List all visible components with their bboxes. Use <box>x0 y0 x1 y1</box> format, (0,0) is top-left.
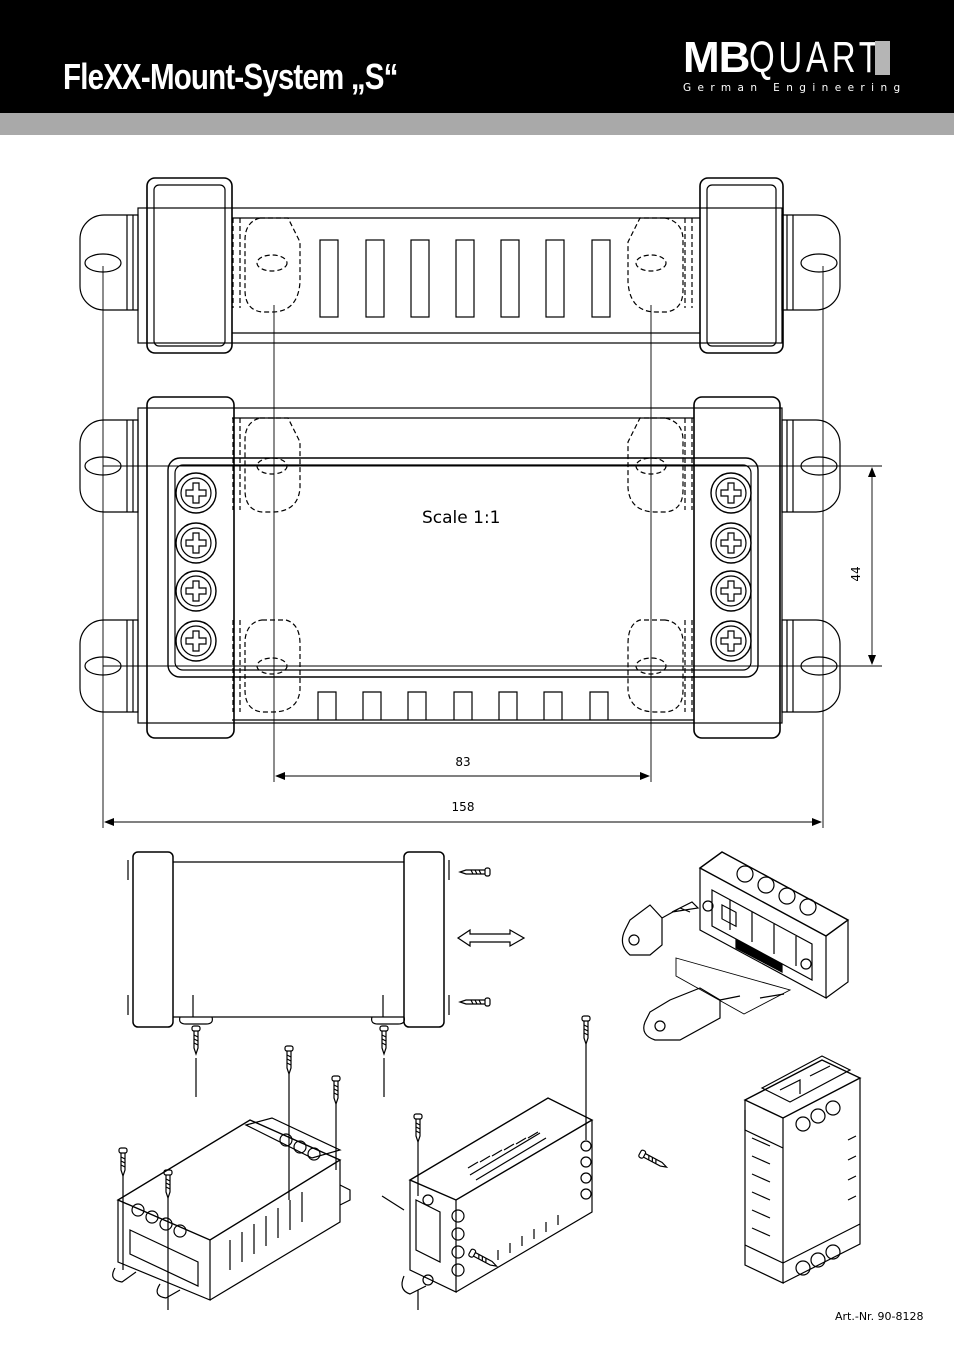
iso-view-middle <box>381 1015 669 1310</box>
brand-logo: MB QUART German Engineering <box>683 33 900 96</box>
dimension-label-44: 44 <box>849 566 863 581</box>
header-grey-band <box>0 113 954 135</box>
logo-mb-text: MB <box>683 33 750 82</box>
page-title: FleXX-Mount-System „S“ <box>63 56 398 97</box>
dimension-label-83: 83 <box>455 755 470 769</box>
iso-view-upright <box>743 1055 862 1284</box>
dimension-label-158: 158 <box>452 800 475 814</box>
front-view <box>79 396 841 739</box>
logo-bar-mark <box>875 41 890 75</box>
article-number: Art.-Nr. 90-8128 <box>835 1310 924 1323</box>
scale-label: Scale 1:1 <box>422 508 501 528</box>
logo-tagline: German Engineering <box>683 82 907 94</box>
iso-view-left <box>112 1045 351 1310</box>
iso-view-bracket-assembly <box>621 851 850 1041</box>
header-bar: FleXX-Mount-System „S“ MB QUART German E… <box>0 0 954 113</box>
dimension-lines <box>102 266 882 828</box>
side-view-mounting <box>127 851 526 1097</box>
top-view <box>79 177 841 354</box>
logo-quart-text: QUART <box>749 33 883 82</box>
